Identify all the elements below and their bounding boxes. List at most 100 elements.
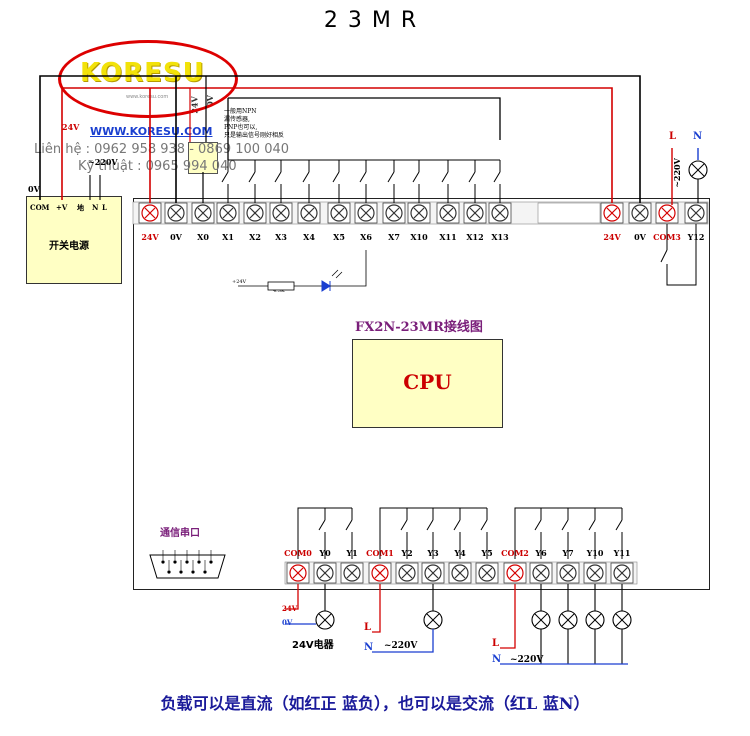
wire-output-common [379,507,487,559]
terminal-label-y11: Y11 [613,548,631,558]
serial-pin [197,560,201,564]
wire-com2-l [500,584,516,649]
wire-com0-plus [285,584,299,610]
logo-oval [58,40,238,118]
wire-led-x6 [330,250,367,287]
terminal-label-y7: Y7 [562,548,574,558]
terminal-right-com3-screw-slot [661,207,673,219]
serial-pin [209,560,213,564]
terminal-x1-screw-slot [222,207,234,219]
terminal-label-x11: X11 [439,232,457,242]
wire-output-common [514,507,622,559]
output-switch-2-blade [588,519,596,531]
brand-website-link[interactable]: WWW.KORESU.COM [90,125,213,138]
serial-pin [179,570,183,574]
lamp-y3-icon-cross [426,613,440,627]
wire-com1-l [372,584,381,633]
lamp-group2-icon-cross [615,613,629,627]
terminal-x10-screw-slot [413,207,425,219]
serial-pin [173,560,177,564]
terminal-x5-screw-slot [333,207,345,219]
lamp-y0-icon-cross [318,613,332,627]
com2-l-label: L [492,638,500,649]
terminal-label-y2: Y2 [401,548,413,558]
lamp-group2-icon-cross [534,613,548,627]
switch-y12-blade [660,249,668,263]
wire-24v-bus [61,87,613,203]
terminal-label-x12: X12 [466,232,484,242]
terminal-label-x10: X10 [410,232,428,242]
terminal-x6-screw-slot [360,207,372,219]
output-switch-1-blade [345,519,353,531]
terminal-y0-screw-slot [319,567,331,579]
cpu-label: CPU [403,370,452,394]
com1-n-label: N [364,642,374,653]
terminal-x4-screw-slot [303,207,315,219]
terminal-0v-screw-slot [170,207,182,219]
wire-output-common [297,507,352,559]
lamp-group2-icon-cross [588,613,602,627]
input-switch-x1-blade [221,171,229,183]
terminal-x13-screw-slot [494,207,506,219]
terminal-label-24v: 24V [141,232,159,242]
terminal-y11-screw-slot [616,567,628,579]
sensor-module [188,142,218,174]
serial-pin [167,570,171,574]
terminal-label-x5: X5 [333,232,345,242]
led-24v-label: +24V [232,279,247,285]
terminal-right-0v-screw-slot [634,207,646,219]
terminal-label-y6: Y6 [535,548,547,558]
psu-terminal-n: N [92,203,99,212]
psu-terminal-plus-v: +V [56,203,68,212]
load-0v-label: 0V [282,618,293,627]
serial-port-label: 通信串口 [160,528,200,539]
diagram-title: 23MR [323,8,427,33]
terminal-y7-screw-slot [562,567,574,579]
lamp-group2-icon-cross [561,613,575,627]
psu-name: 开关电源 [49,241,89,252]
psu-terminal-ground: 地 [77,203,84,212]
terminal-label-x0: X0 [197,232,209,242]
terminal-label-right-0v: 0V [634,232,646,242]
input-switch-x10-blade [412,171,420,183]
com1-220v-label: ~220V [384,641,418,651]
terminal-com2-screw-slot [509,567,521,579]
output-switch-3-blade [615,519,623,531]
terminal-y10-screw-slot [589,567,601,579]
input-switch-x2-blade [248,171,256,183]
terminal-x2-screw-slot [249,207,261,219]
terminal-y3-screw-slot [427,567,439,579]
wire-0v-bus [39,75,641,203]
terminal-x3-screw-slot [275,207,287,219]
terminal-label-y5: Y5 [481,548,493,558]
contact-technical: Kỹ thuật : 0965 994 040 [78,159,237,174]
input-switch-x3-blade [274,171,282,183]
output-switch-1-blade [426,519,434,531]
psu-0v-label: 0V [28,184,40,194]
terminal-label-x6: X6 [360,232,372,242]
blank-terminal-block [537,202,601,224]
output-switch-0-blade [534,519,542,531]
terminal-x0-screw-slot [197,207,209,219]
terminal-label-x7: X7 [388,232,400,242]
terminal-label-x3: X3 [275,232,287,242]
output-switch-0-blade [318,519,326,531]
input-switch-x6-blade [359,171,367,183]
input-switch-x5-blade [332,171,340,183]
terminal-label-x2: X2 [249,232,261,242]
sensor-note: 一般用NPN 漏传感器, PNP也可以, 只是输出信号刚好相反 [224,108,284,140]
serial-pin [161,560,165,564]
terminal-label-x4: X4 [303,232,315,242]
terminal-label-y10: Y10 [586,548,604,558]
right-l-label: L [669,131,677,142]
terminal-y5-screw-slot [481,567,493,579]
contact-phone: Liên hệ : 0962 958 938 - 0869 100 040 [34,142,290,157]
terminal-right-y12-screw-slot [690,207,702,219]
sensor-note-line: 一般用NPN [224,108,257,115]
terminal-label-com2: COM2 [501,548,529,558]
serial-port-icon [149,554,226,579]
output-switch-3-blade [480,519,488,531]
terminal-label-x13: X13 [491,232,509,242]
terminal-label-y0: Y0 [319,548,331,558]
plc-title: FX2N-23MR接线图 [355,320,483,335]
